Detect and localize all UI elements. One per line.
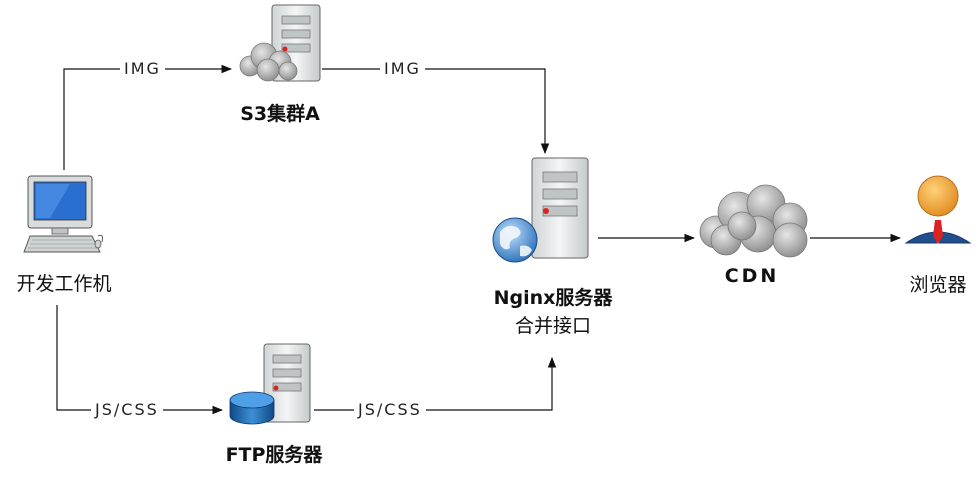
nginx-label-line1: Nginx服务器 (493, 287, 613, 309)
globe-icon (492, 217, 538, 263)
edge-label-css-from-ftp: JS/CSS (354, 400, 426, 420)
s3-cloud-icon (239, 42, 298, 82)
edge-label-css-to-ftp: JS/CSS (91, 400, 163, 420)
nginx-label-line2: 合并接口 (514, 315, 591, 337)
cdn-cloud-icon (699, 184, 808, 258)
cdn-label: CDN (724, 265, 780, 287)
dev-machine-label: 开发工作机 (16, 273, 112, 295)
nginx-server-icon (531, 157, 589, 259)
edge-label-img-to-s3: IMG (120, 59, 165, 79)
computer-icon (23, 175, 103, 253)
edge-dev-to-s3 (63, 64, 233, 170)
browser-label: 浏览器 (909, 274, 967, 296)
database-disk-icon (229, 391, 275, 425)
ftp-server-label: FTP服务器 (225, 444, 323, 466)
edge-ftp-to-nginx (314, 356, 557, 411)
ftp-server-icon (263, 343, 311, 423)
edge-s3-to-nginx (322, 68, 550, 155)
s3-cluster-label: S3集群A (240, 103, 320, 125)
edge-label-img-from-s3: IMG (380, 59, 425, 79)
user-icon (904, 175, 972, 246)
edge-dev-to-ftp (56, 305, 224, 415)
